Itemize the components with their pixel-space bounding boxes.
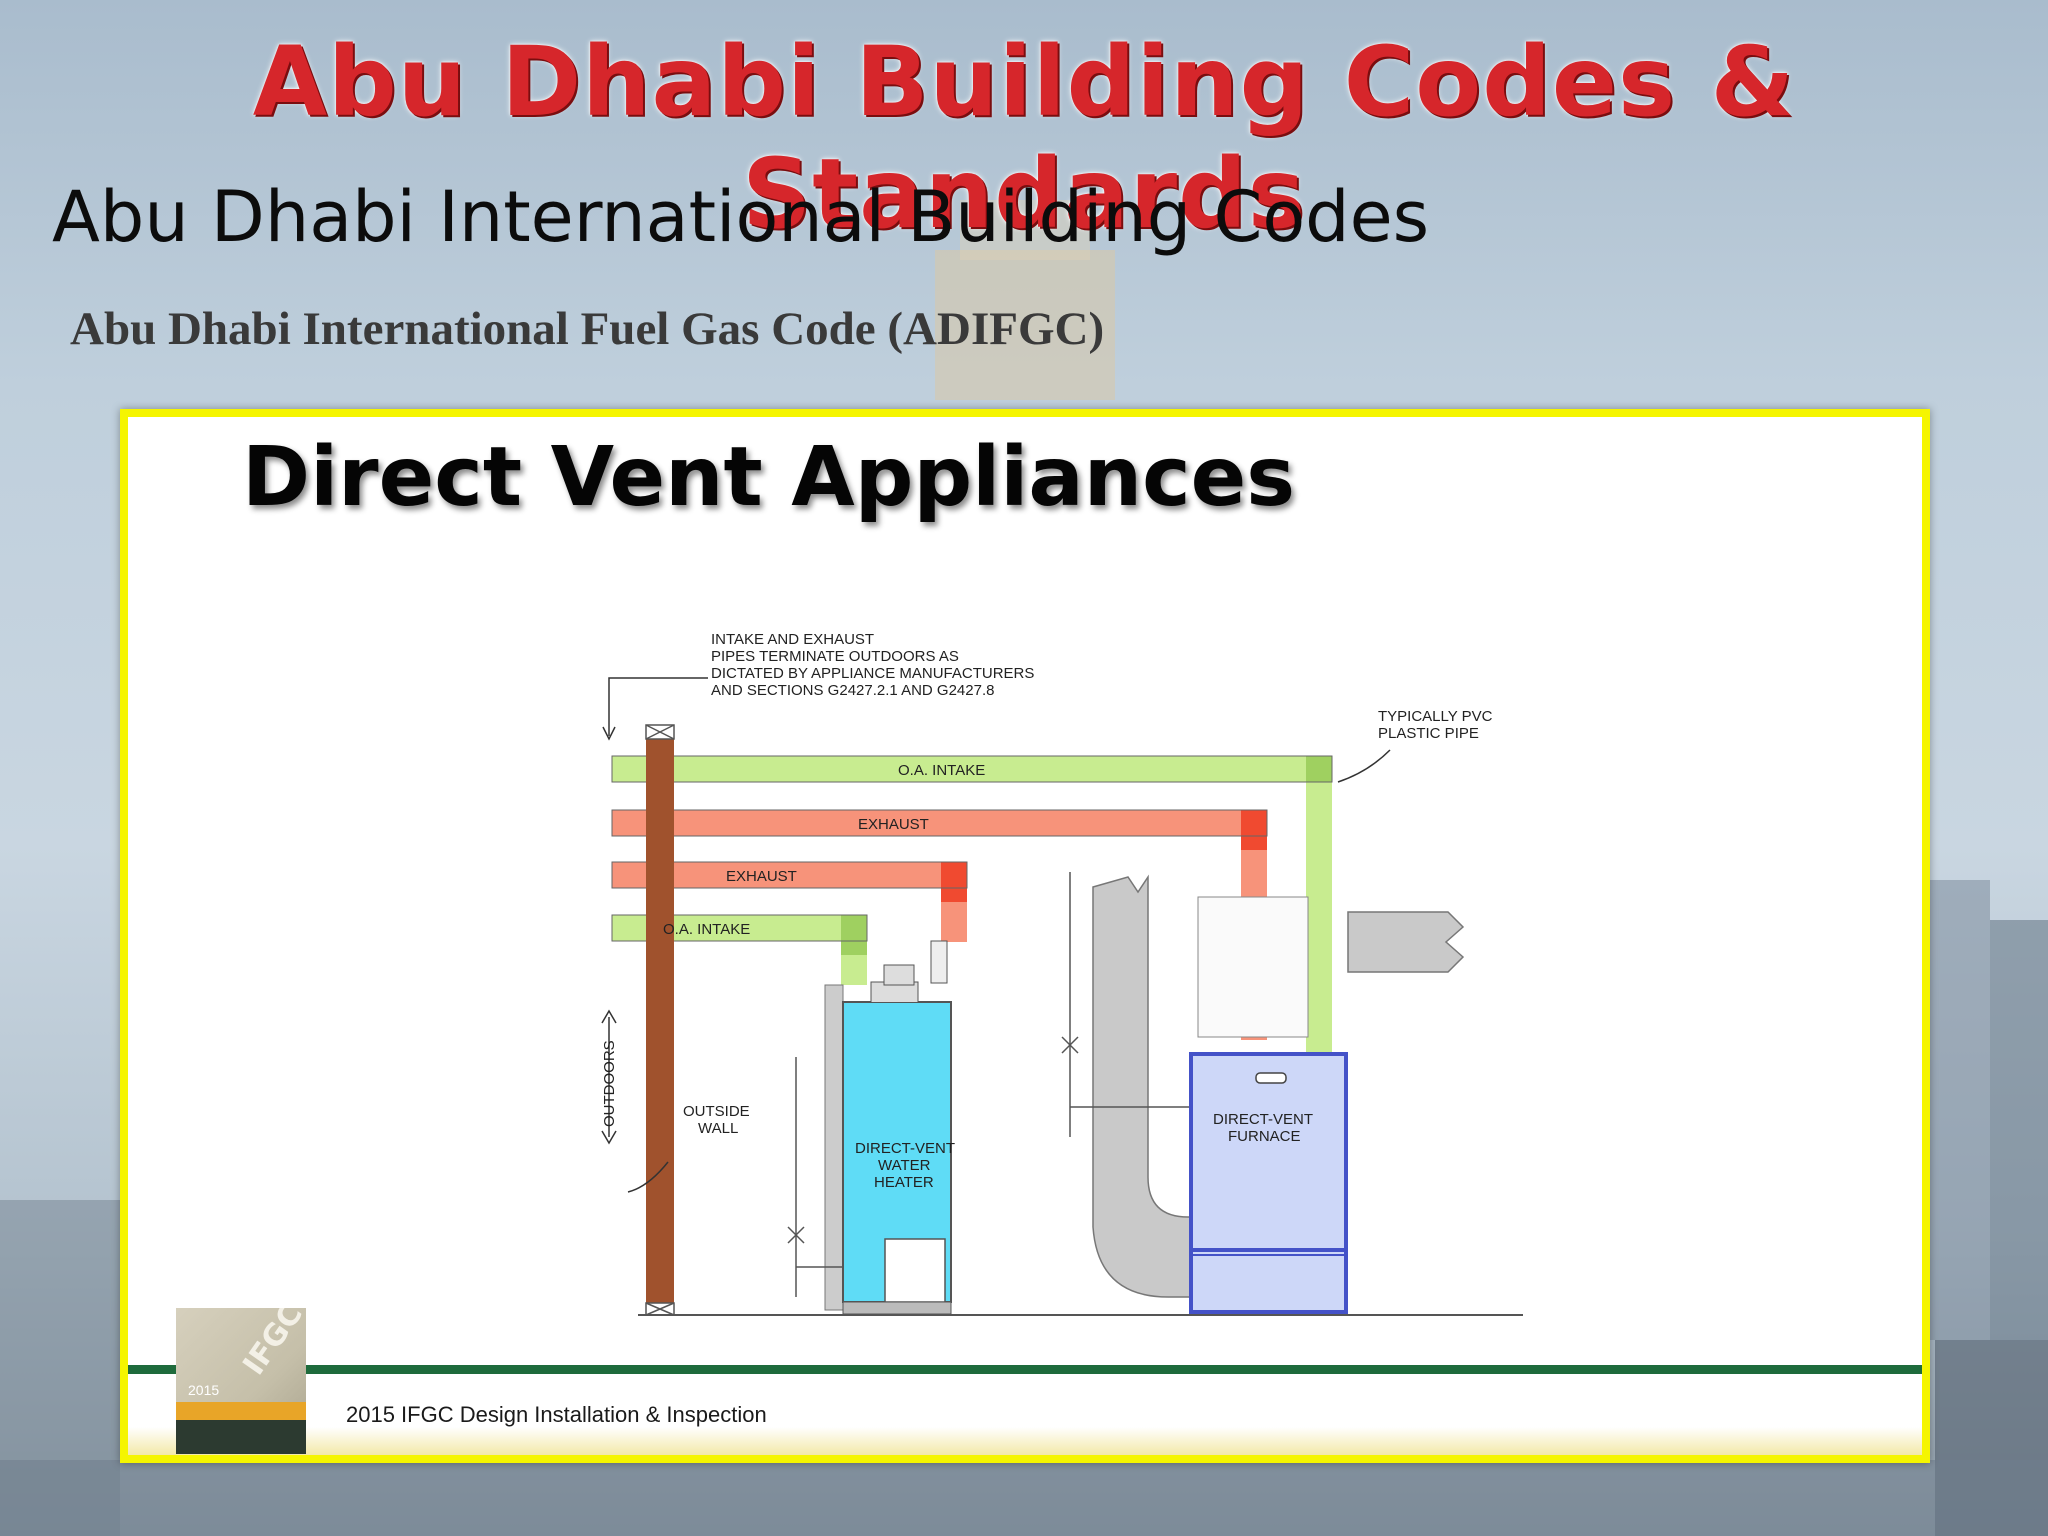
label-water-heater-2: WATER	[878, 1157, 931, 1174]
furnace-cabinet	[1189, 1052, 1348, 1314]
footer-line	[128, 1365, 1922, 1374]
label-water-heater-3: HEATER	[874, 1174, 934, 1191]
slide-title: Direct Vent Appliances	[242, 430, 1296, 525]
label-furnace-2: FURNACE	[1228, 1128, 1301, 1145]
label-oa-intake-low: O.A. INTAKE	[663, 921, 750, 938]
exhaust-top-elbow	[1241, 810, 1267, 850]
ifgc-book-cover: IFGC 2015	[176, 1308, 306, 1454]
label-oa-intake-top: O.A. INTAKE	[898, 762, 985, 779]
slide-image-frame	[120, 409, 1930, 1463]
label-outside-wall-2: WALL	[698, 1120, 738, 1137]
note-top-line-4: AND SECTIONS G2427.2.1 AND G2427.8	[711, 682, 994, 699]
exhaust-top-pipe	[612, 810, 1267, 836]
oa-intake-top-riser	[1306, 756, 1332, 1066]
label-water-heater-1: DIRECT-VENT	[855, 1140, 955, 1157]
note-top-line-3: DICTATED BY APPLIANCE MANUFACTURERS	[711, 665, 1034, 682]
slide-footer: 2015 IFGC Design Installation & Inspecti…	[346, 1402, 767, 1427]
label-outdoors: OUTDOORS	[601, 1040, 618, 1127]
note-top-line-2: PIPES TERMINATE OUTDOORS AS	[711, 648, 959, 665]
label-outside-wall-1: OUTSIDE	[683, 1103, 750, 1120]
main-title: Abu Dhabi Building Codes & Standards	[252, 26, 1796, 250]
oa-intake-low-elbow	[841, 915, 867, 955]
code-name: Abu Dhabi International Fuel Gas Code (A…	[70, 303, 1105, 355]
label-exhaust-top: EXHAUST	[858, 816, 929, 833]
exhaust-mid-elbow	[941, 862, 967, 902]
book-year: 2015	[188, 1382, 220, 1398]
label-exhaust-mid: EXHAUST	[726, 868, 797, 885]
note-top-line-1: INTAKE AND EXHAUST	[711, 631, 874, 648]
oa-intake-top-elbow	[1306, 756, 1332, 782]
direct-vent-diagram: INTAKE AND EXHAUST PIPES TERMINATE OUTDO…	[128, 631, 1922, 1455]
subtitle: Abu Dhabi International Building Codes	[52, 176, 1430, 258]
book-logo: IFGC	[236, 1308, 306, 1382]
label-furnace-1: DIRECT-VENT	[1213, 1111, 1313, 1128]
note-pvc-line-2: PLASTIC PIPE	[1378, 725, 1479, 742]
oa-intake-top-pipe	[612, 756, 1332, 782]
outside-wall	[646, 735, 674, 1303]
note-pvc-line-1: TYPICALLY PVC	[1378, 708, 1493, 725]
